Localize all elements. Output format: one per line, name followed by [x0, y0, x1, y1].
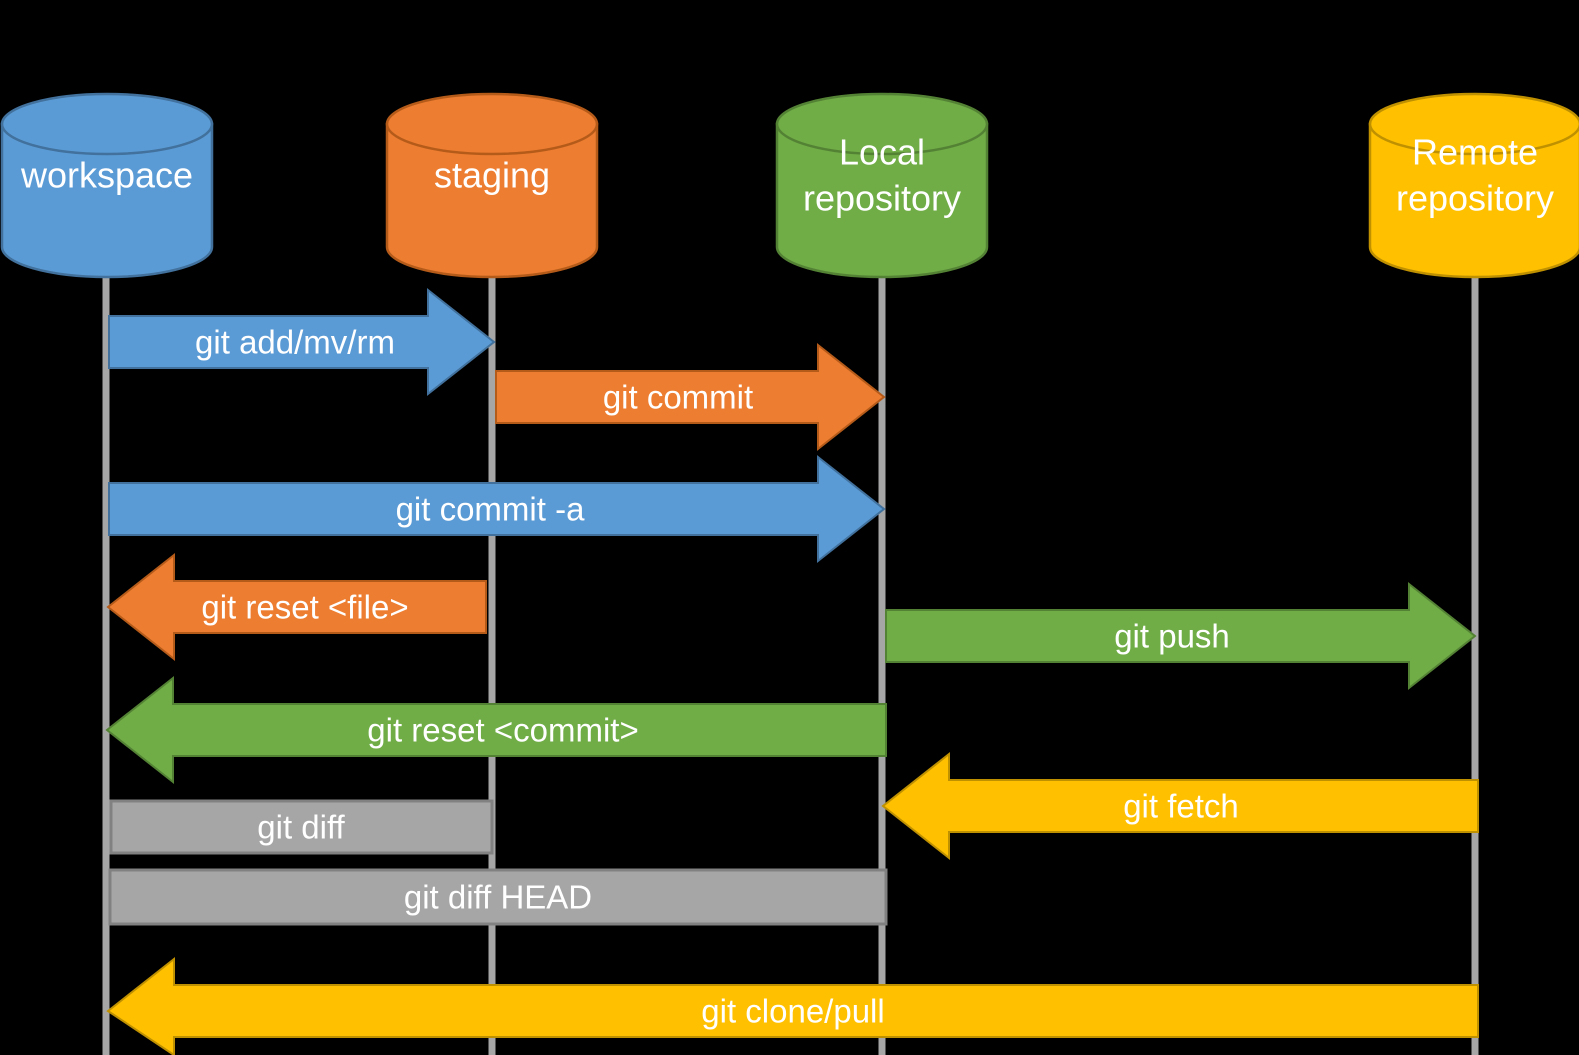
- node-label: staging: [434, 155, 550, 196]
- bar-label: git diff HEAD: [404, 879, 592, 916]
- bar-shape: [109, 799, 494, 855]
- node-label-line1: Remote: [1412, 132, 1538, 173]
- bar-label: git diff: [257, 809, 345, 846]
- node-label-line1: Local: [839, 132, 925, 173]
- cylinder-body: [1368, 122, 1579, 279]
- arrow-shape: [881, 751, 1479, 861]
- bar-git-diff-head: git diff HEAD: [108, 868, 888, 926]
- arrow-git-reset-commit: git reset <commit>: [105, 675, 887, 785]
- node-local-repository: Local repository: [775, 92, 989, 279]
- arrow-git-add-mv-rm: git add/mv/rm: [108, 287, 496, 397]
- cylinder-body: [0, 122, 214, 279]
- bar-git-diff: git diff: [109, 799, 494, 855]
- cylinder-top: [775, 92, 989, 156]
- cylinder-top: [1368, 92, 1579, 156]
- arrow-shape: [885, 581, 1477, 691]
- arrow-label: git fetch: [1123, 788, 1239, 825]
- arrow-git-commit: git commit: [495, 342, 886, 452]
- cylinder-top: [0, 92, 214, 156]
- arrow-label: git clone/pull: [701, 993, 884, 1030]
- node-label-line2: repository: [1396, 178, 1554, 219]
- arrow-label: git reset <commit>: [367, 712, 638, 749]
- node-staging: staging: [385, 92, 599, 279]
- cylinder-body: [775, 122, 989, 279]
- arrow-git-push: git push: [885, 581, 1477, 691]
- arrow-label: git push: [1114, 618, 1230, 655]
- cylinder-top: [385, 92, 599, 156]
- arrow-label: git add/mv/rm: [195, 324, 395, 361]
- arrow-git-fetch: git fetch: [881, 751, 1479, 861]
- node-label-line2: repository: [803, 178, 961, 219]
- arrow-shape: [105, 675, 887, 785]
- node-workspace: workspace: [0, 92, 214, 279]
- arrow-git-clone-pull: git clone/pull: [106, 956, 1479, 1055]
- cylinder-body: [385, 122, 599, 279]
- arrow-label: git commit: [603, 379, 753, 416]
- arrow-shape: [495, 342, 886, 452]
- arrow-label: git reset <file>: [201, 589, 408, 626]
- bar-shape: [108, 868, 888, 926]
- arrow-git-reset-file: git reset <file>: [106, 552, 487, 662]
- arrow-shape: [106, 552, 487, 662]
- node-label: workspace: [20, 155, 193, 196]
- node-remote-repository: Remote repository: [1368, 92, 1579, 279]
- arrow-shape: [106, 956, 1479, 1055]
- arrow-shape: [108, 287, 496, 397]
- arrow-git-commit-a: git commit -a: [108, 454, 886, 564]
- arrow-label: git commit -a: [396, 491, 586, 528]
- arrow-shape: [108, 454, 886, 564]
